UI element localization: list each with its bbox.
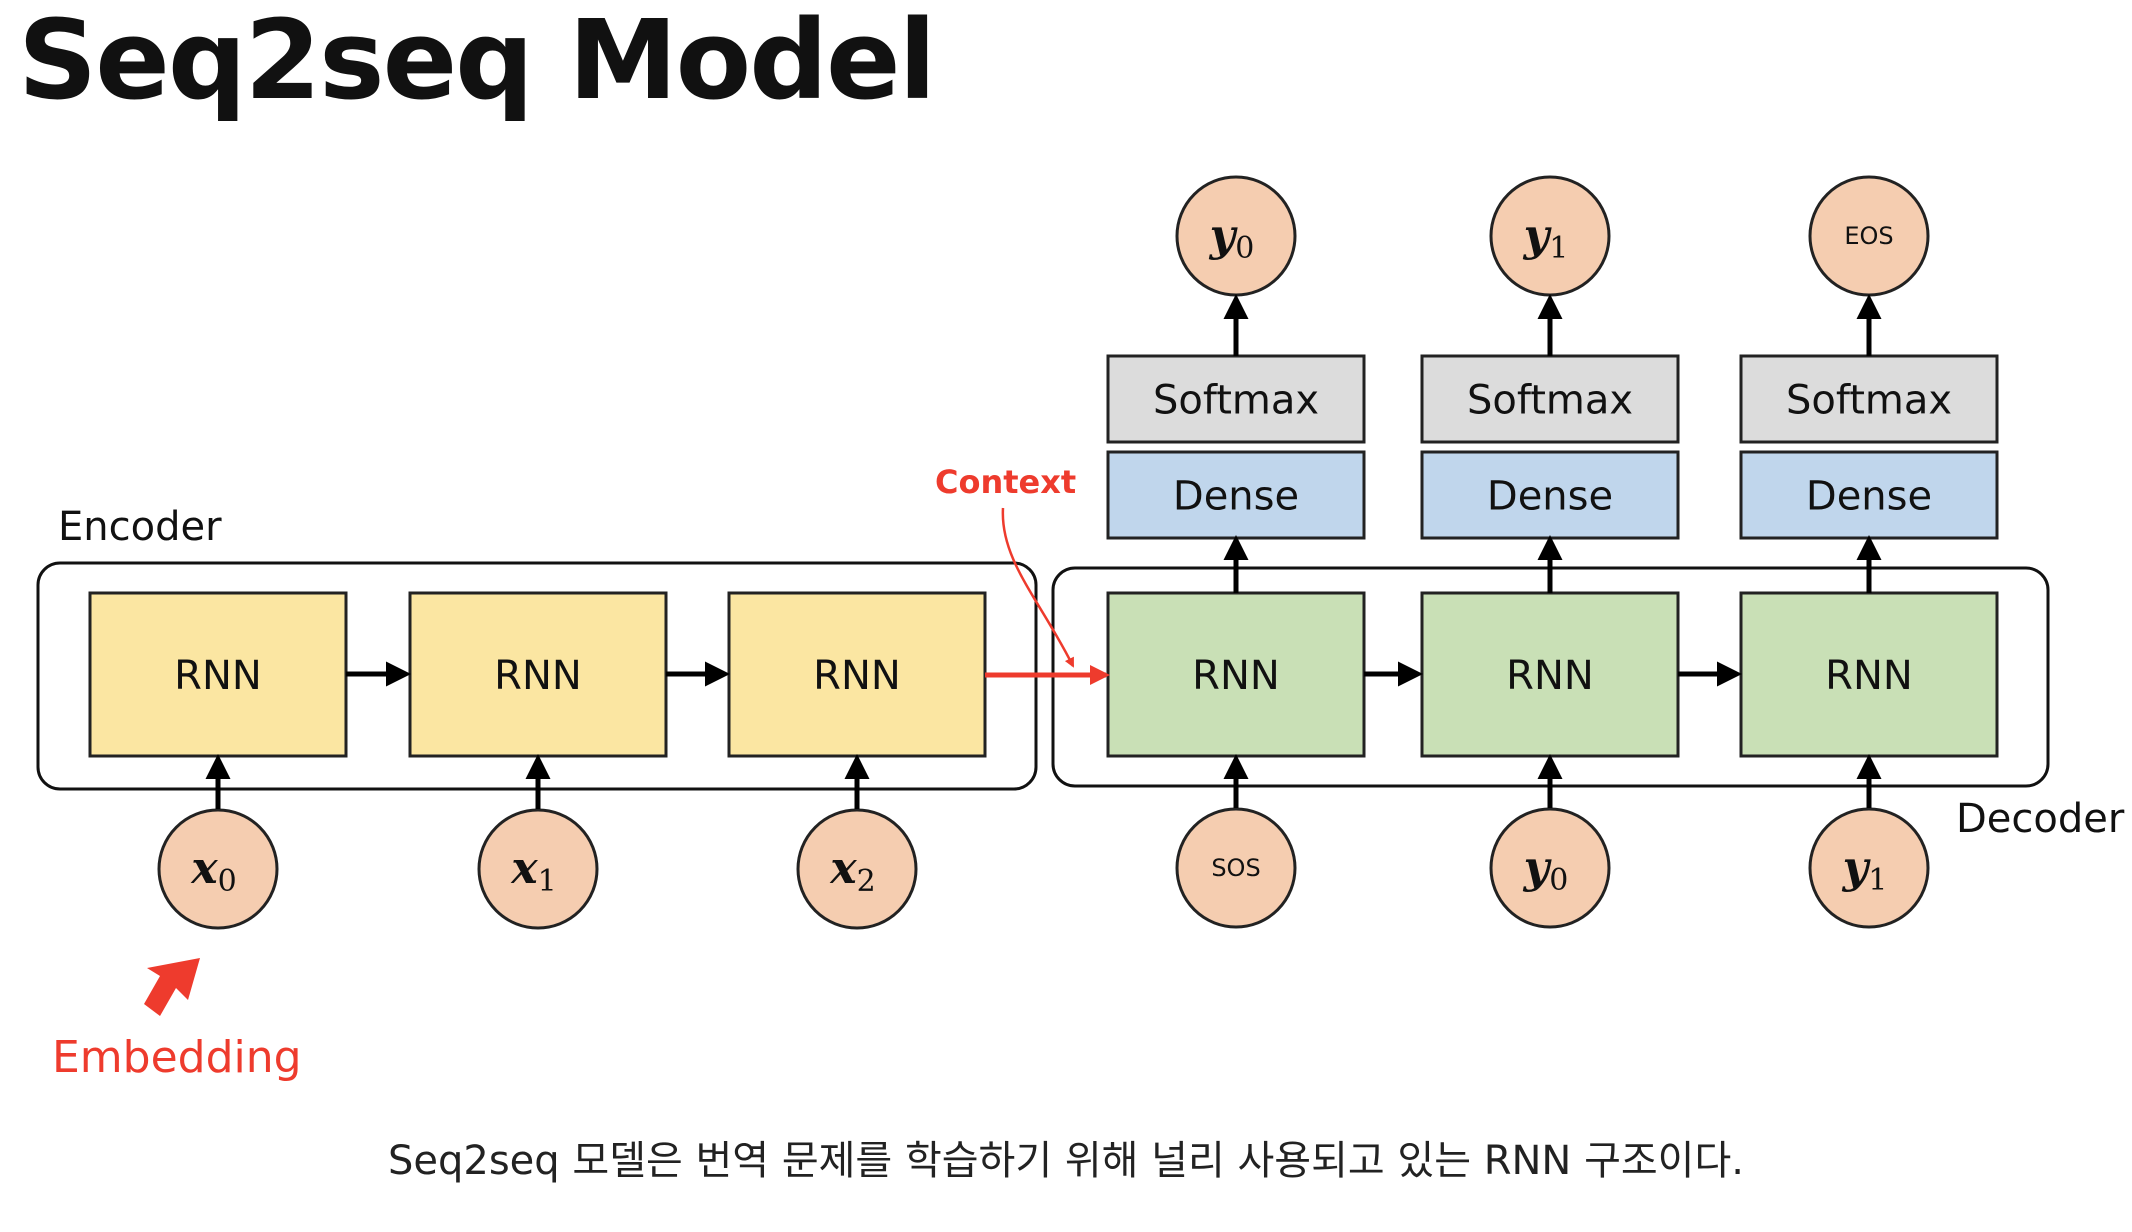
encoder-rnn-cell-label: RNN xyxy=(174,653,262,699)
context-pointer-arrow xyxy=(1001,507,1075,668)
dense-layer xyxy=(1106,450,1366,540)
decoder-input-token-label: y0 xyxy=(1523,842,1569,898)
page-title: Seq2seq Model xyxy=(18,0,936,124)
decoder-output-token-label: y1 xyxy=(1523,210,1569,266)
context-label: Context xyxy=(935,463,1076,501)
decoder-input-token xyxy=(1489,807,1611,929)
decoder-rnn-cell-label: RNN xyxy=(1192,653,1280,699)
decoder-output-token-var: y xyxy=(1209,210,1239,261)
softmax-layer-label: Softmax xyxy=(1467,377,1633,423)
dense-layer xyxy=(1420,450,1680,540)
decoder-rnn-cell-label: RNN xyxy=(1825,653,1913,699)
decoder-input-token-label: y1 xyxy=(1842,842,1888,898)
dense-layer-label: Dense xyxy=(1806,473,1932,519)
encoder-input-token-var: x xyxy=(510,843,538,894)
encoder-rnn-cell-label: RNN xyxy=(494,653,582,699)
encoder-input-token-var: x xyxy=(190,843,218,894)
decoder-output-token-var: y xyxy=(1523,210,1553,261)
encoder-input-token-label: x1 xyxy=(510,843,556,899)
softmax-layer xyxy=(1739,354,1999,444)
softmax-layer-label: Softmax xyxy=(1153,377,1319,423)
encoder-input-token xyxy=(477,808,599,930)
softmax-layer xyxy=(1106,354,1366,444)
encoder-input-token-var: x xyxy=(829,843,857,894)
decoder-output-token-sub: 1 xyxy=(1549,231,1568,266)
encoder-input-token-sub: 0 xyxy=(218,864,237,899)
decoder-rnn-cell-label: RNN xyxy=(1506,653,1594,699)
softmax-layer xyxy=(1420,354,1680,444)
decoder-input-token-var: y xyxy=(1523,842,1553,893)
encoder-input-token-sub: 1 xyxy=(538,864,557,899)
decoder-input-token-sub: 1 xyxy=(1868,863,1887,898)
decoder-output-token-label: y0 xyxy=(1209,210,1255,266)
decoder-rnn-cell xyxy=(1739,591,1999,758)
decoder-input-token xyxy=(1175,807,1297,929)
embedding-arrow-icon xyxy=(144,958,200,1016)
dense-layer xyxy=(1739,450,1999,540)
decoder-output-token-sub: 0 xyxy=(1235,231,1254,266)
encoder-input-token xyxy=(157,808,279,930)
caption: Seq2seq 모델은 번역 문제를 학습하기 위해 널리 사용되고 있는 RN… xyxy=(388,1138,1744,1184)
dense-layer-label: Dense xyxy=(1173,473,1299,519)
softmax-layer-label: Softmax xyxy=(1786,377,1952,423)
encoder-input-token-sub: 2 xyxy=(857,864,876,899)
encoder-input-token xyxy=(796,808,918,930)
encoder-rnn-cell-label: RNN xyxy=(813,653,901,699)
decoder-input-token-sub: 0 xyxy=(1549,863,1568,898)
encoder-rnn-cell xyxy=(88,591,348,758)
decoder-input-token-label: SOS xyxy=(1211,854,1260,882)
encoder-label: Encoder xyxy=(58,504,222,550)
decoder-input-token xyxy=(1808,807,1930,929)
decoder-label: Decoder xyxy=(1956,796,2125,842)
encoder-input-token-label: x0 xyxy=(190,843,236,899)
dense-layer-label: Dense xyxy=(1487,473,1613,519)
embedding-label: Embedding xyxy=(52,1032,302,1083)
encoder-input-token-label: x2 xyxy=(829,843,875,899)
decoder-input-token-var: y xyxy=(1842,842,1872,893)
decoder-output-token-label: EOS xyxy=(1844,222,1893,250)
